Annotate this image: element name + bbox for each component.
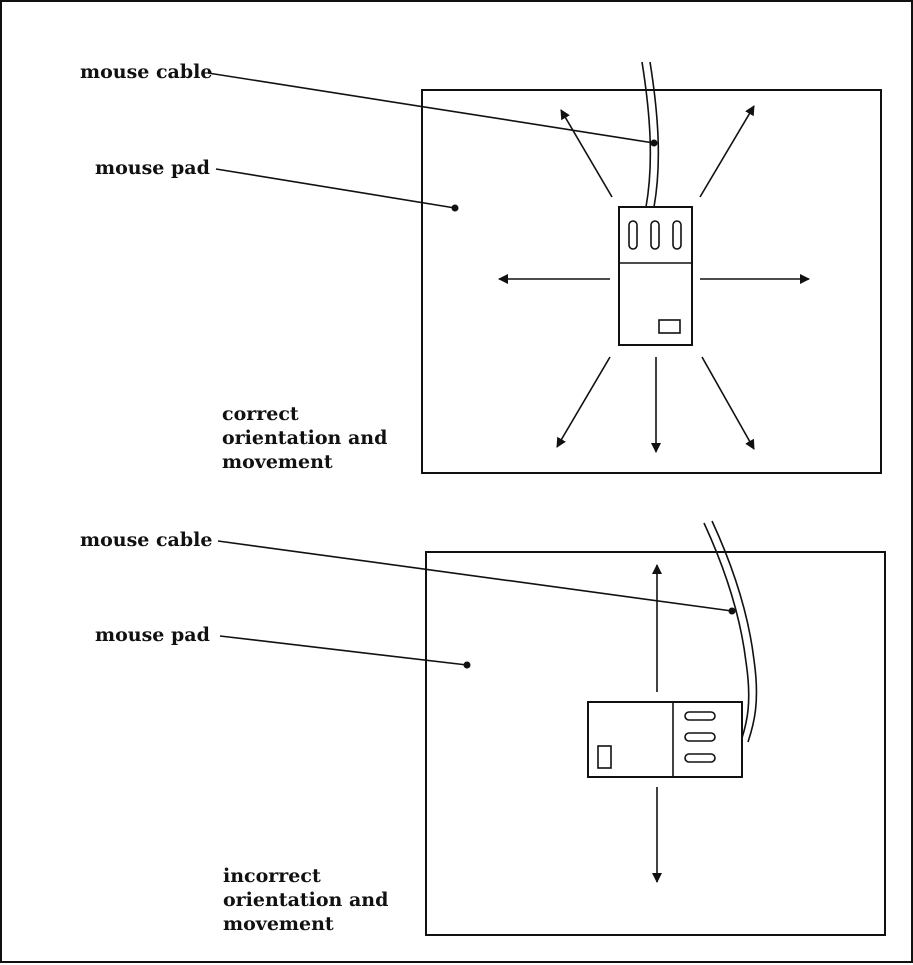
mouse-pad-correct [421, 89, 882, 474]
caption-incorrect: incorrect orientation and movement [223, 864, 388, 936]
mouse-button-icon [672, 220, 682, 250]
leader-dot [728, 607, 736, 615]
caption-line: orientation and [223, 889, 389, 911]
mouse-button-icon [684, 711, 716, 721]
label-mouse-pad-incorrect: mouse pad [95, 624, 210, 646]
leader-mouse-cable-correct [207, 72, 655, 144]
mouse-label-icon [597, 745, 612, 769]
label-mouse-cable-incorrect: mouse cable [80, 529, 213, 551]
leader-dot [451, 204, 459, 212]
label-mouse-pad-correct: mouse pad [95, 157, 210, 179]
caption-line: movement [223, 913, 334, 935]
caption-line: incorrect [223, 865, 321, 887]
mouse-pad-incorrect [425, 551, 886, 936]
mouse-button-icon [684, 732, 716, 742]
mouse-label-icon [658, 319, 681, 334]
caption-correct: correct orientation and movement [222, 402, 387, 474]
arrow-down-left [556, 356, 611, 448]
leader-mouse-cable-incorrect [217, 540, 733, 612]
label-mouse-cable-correct: mouse cable [80, 61, 213, 83]
mouse-cable-incorrect [703, 520, 758, 743]
mouse-button-icon [684, 753, 716, 763]
caption-line: correct [222, 403, 299, 425]
mouse-correct [618, 206, 693, 346]
caption-line: movement [222, 451, 333, 473]
leader-dot [463, 661, 471, 669]
mouse-incorrect [587, 701, 743, 778]
arrow-down-right [701, 356, 755, 450]
arrow-up-right [699, 105, 755, 198]
movement-arrows-correct [498, 105, 810, 453]
leader-dot [650, 139, 658, 147]
mouse-button-icon [628, 220, 638, 250]
leader-mouse-pad-incorrect [219, 635, 468, 666]
caption-line: orientation and [222, 427, 388, 449]
leader-mouse-pad-correct [215, 168, 456, 209]
mouse-cable-correct [641, 61, 660, 208]
arrow-up-left [560, 109, 613, 198]
mouse-button-icon [650, 220, 660, 250]
